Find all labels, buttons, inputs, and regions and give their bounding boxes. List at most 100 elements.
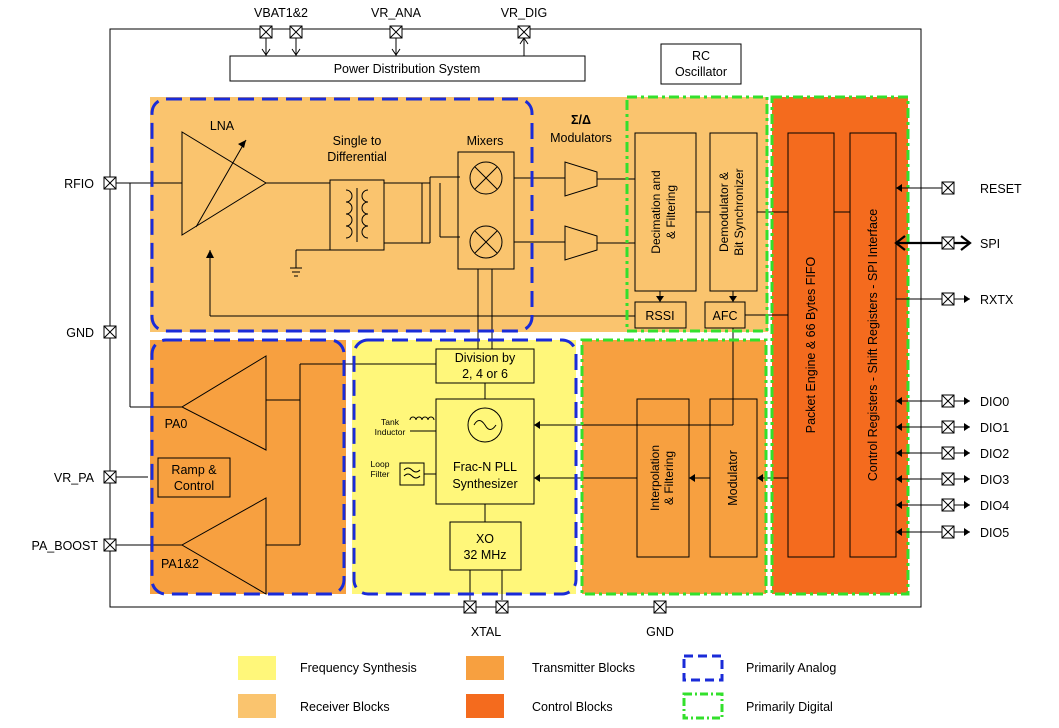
pa0-label: PA0 <box>165 417 188 431</box>
gnd-left-label: GND <box>66 326 94 340</box>
decimation-label-1: Decimation and <box>649 170 663 253</box>
lna-label: LNA <box>210 119 235 133</box>
modulators-label: Modulators <box>550 131 612 145</box>
dio1-out-arrow <box>964 423 970 431</box>
frequency-synthesis-region <box>352 340 576 594</box>
pin-dio4-marker <box>941 498 955 512</box>
legend-transmitter: Transmitter Blocks <box>532 661 635 675</box>
legend-swatch-analog <box>682 654 724 682</box>
dio0-arrow <box>896 397 902 405</box>
pin-pa-boost-marker <box>103 538 117 552</box>
dio-connections <box>896 397 970 536</box>
pin-markers <box>103 25 955 614</box>
tank-inductor-icon <box>409 416 435 421</box>
sigma-delta-label: Σ/Δ <box>571 113 591 127</box>
legend-frequency-synthesis: Frequency Synthesis <box>300 661 417 675</box>
pa12-label: PA1&2 <box>161 557 199 571</box>
pa12-amplifier <box>180 497 267 595</box>
dio1-label: DIO1 <box>980 421 1009 435</box>
pin-reset-marker <box>941 181 955 195</box>
tank-label-1: Tank <box>381 417 400 427</box>
pin-dio0-marker <box>941 394 955 408</box>
dio4-out-arrow <box>964 501 970 509</box>
packet-engine-label: Packet Engine & 66 Bytes FIFO <box>804 256 818 433</box>
vr-pa-label: VR_PA <box>54 471 95 485</box>
demodulator-label-1: Demodulator & <box>717 172 731 252</box>
vr-ana-label: VR_ANA <box>371 6 422 20</box>
vbat-label: VBAT1&2 <box>254 6 308 20</box>
digital-border-tx <box>580 338 768 596</box>
digital-border-control <box>770 95 910 596</box>
reset-label: RESET <box>980 182 1022 196</box>
dio0-label: DIO0 <box>980 395 1009 409</box>
loop-filter-label-2: Filter <box>371 469 390 479</box>
control-registers-label: Control Registers - Shift Registers - SP… <box>866 209 880 481</box>
mixer-i-icon <box>469 161 503 195</box>
pin-vbat-1-marker <box>259 25 273 39</box>
legend: Frequency Synthesis Receiver Blocks Tran… <box>238 654 836 720</box>
pin-vr-ana-marker <box>389 25 403 39</box>
dio2-arrow <box>896 449 902 457</box>
pin-xtal-1-marker <box>463 600 477 614</box>
mixer-q-icon <box>469 225 503 259</box>
frac-n-label-1: Frac-N PLL <box>453 460 517 474</box>
tank-label-2: Inductor <box>375 427 406 437</box>
xo-label-1: XO <box>476 532 494 546</box>
pin-dio5-marker <box>941 525 955 539</box>
pin-rxtx-marker <box>941 292 955 306</box>
tx-digital-region <box>582 340 766 594</box>
dio4-arrow <box>896 501 902 509</box>
packet-engine-box <box>787 132 835 558</box>
demodulator-label-2: Bit Synchronizer <box>732 168 746 255</box>
division-label-1: Division by <box>455 351 516 365</box>
frac-n-label-2: Synthesizer <box>452 477 517 491</box>
ramp-label-1: Ramp & <box>171 463 217 477</box>
vbat-pins: VBAT1&2 <box>254 6 308 56</box>
interpolation-label-2: & Filtering <box>662 451 676 505</box>
spi-label: SPI <box>980 237 1000 251</box>
rc-oscillator-box <box>660 43 742 85</box>
decimation-label-2: & Filtering <box>664 185 678 239</box>
pin-vr-pa-marker <box>103 470 117 484</box>
dio3-arrow <box>896 475 902 483</box>
rssi-label: RSSI <box>645 309 674 323</box>
afc-label: AFC <box>713 309 738 323</box>
legend-swatch-transmitter <box>466 656 504 680</box>
dio5-arrow <box>896 528 902 536</box>
legend-swatch-receiver <box>238 694 276 718</box>
dio5-out-arrow <box>964 528 970 536</box>
analog-border-pa <box>150 338 346 596</box>
pa-region <box>150 340 346 594</box>
legend-receiver: Receiver Blocks <box>300 700 390 714</box>
pin-spi-marker <box>941 236 955 250</box>
analog-border-receiver <box>150 97 534 333</box>
modulator-label: Modulator <box>726 450 740 506</box>
pa-boost-label: PA_BOOST <box>32 539 99 553</box>
single-to-differential-label-2: Differential <box>327 150 387 164</box>
dio3-label: DIO3 <box>980 473 1009 487</box>
power-distribution-box <box>229 55 586 82</box>
dio3-out-arrow <box>964 475 970 483</box>
legend-swatch-digital <box>682 692 724 720</box>
pa0-amplifier <box>180 355 267 451</box>
pin-vbat-2-marker <box>289 25 303 39</box>
control-registers-box <box>849 132 897 558</box>
legend-control: Control Blocks <box>532 700 613 714</box>
pin-xtal-2-marker <box>495 600 509 614</box>
dio2-label: DIO2 <box>980 447 1009 461</box>
dio4-label: DIO4 <box>980 499 1009 513</box>
rc-oscillator-label-2: Oscillator <box>675 65 727 79</box>
mixers-label: Mixers <box>467 134 504 148</box>
xtal-label: XTAL <box>471 625 501 639</box>
analog-border-synth <box>352 338 578 596</box>
pin-dio3-marker <box>941 472 955 486</box>
pin-rfio-marker <box>103 176 117 190</box>
pin-gnd-bottom-marker <box>653 600 667 614</box>
rxtx-label: RXTX <box>980 293 1014 307</box>
receiver-region <box>150 97 768 332</box>
ramp-control-box <box>157 457 231 498</box>
single-to-differential-label-1: Single to <box>333 134 382 148</box>
xo-label-2: 32 MHz <box>463 548 506 562</box>
rfio-label: RFIO <box>64 177 94 191</box>
